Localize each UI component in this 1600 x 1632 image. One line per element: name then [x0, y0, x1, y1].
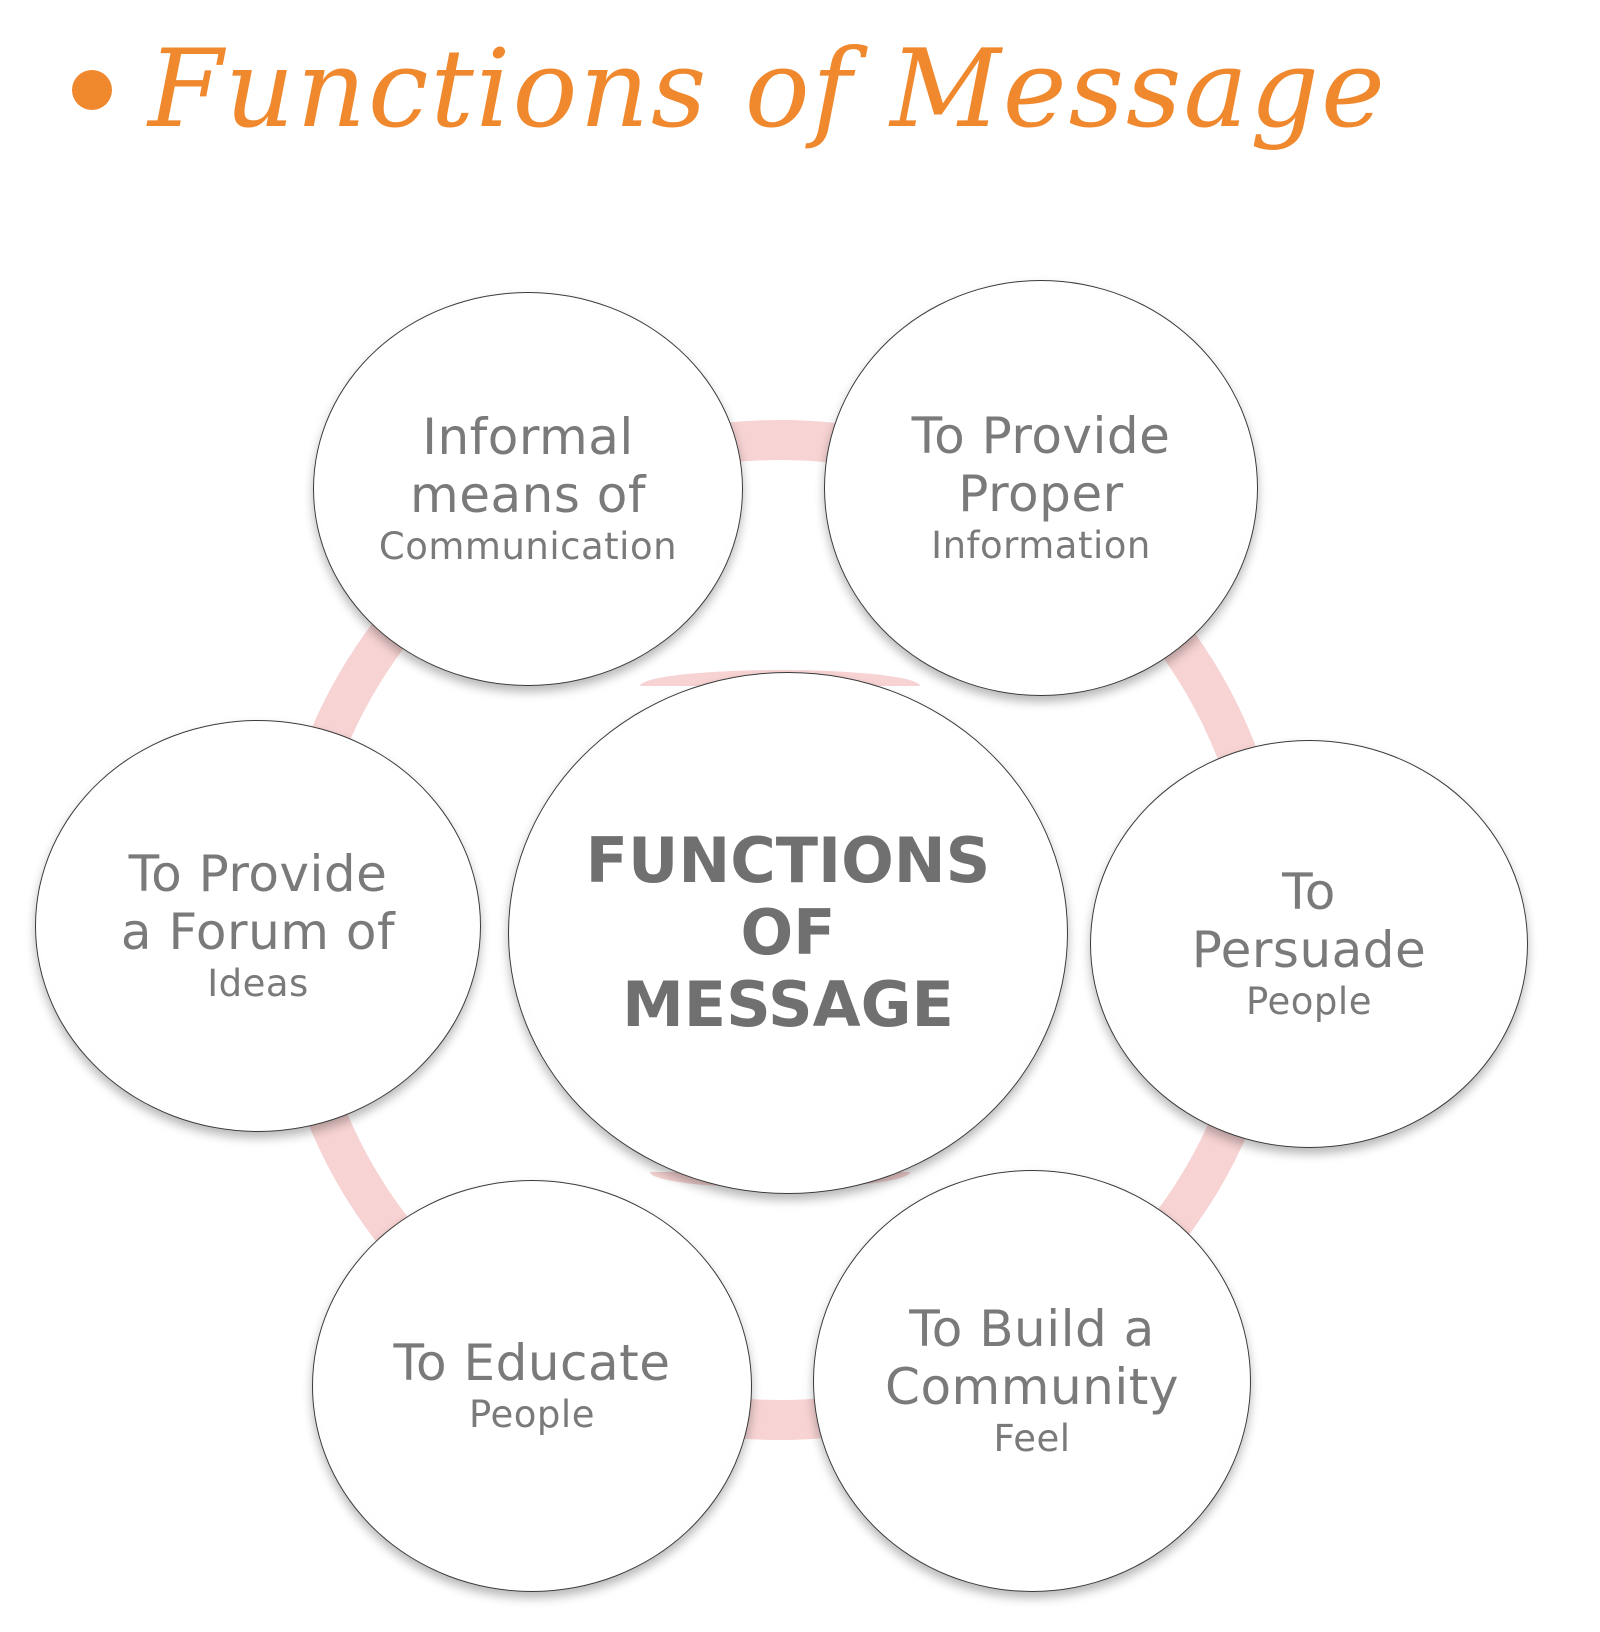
node-line: To: [1282, 863, 1336, 921]
center-node: FUNCTIONS OF MESSAGE: [508, 672, 1068, 1194]
node-subline: Ideas: [207, 962, 309, 1005]
node-educate-people: To Educate People: [312, 1180, 752, 1592]
node-persuade-people: To Persuade People: [1090, 740, 1528, 1148]
node-subline: People: [1246, 980, 1372, 1023]
node-line: a Forum of: [120, 903, 396, 961]
bullet-icon: [72, 70, 112, 110]
node-subline: Communication: [378, 525, 678, 568]
node-line: Persuade: [1191, 921, 1427, 979]
node-subline: People: [469, 1393, 595, 1436]
node-informal-communication: Informal means of Communication: [313, 292, 743, 686]
node-line: To Provide: [911, 407, 1171, 465]
center-line: MESSAGE: [622, 968, 954, 1041]
node-community-feel: To Build a Community Feel: [813, 1170, 1251, 1592]
node-subline: Information: [931, 524, 1151, 567]
node-subline: Feel: [993, 1417, 1071, 1460]
node-line: Informal: [422, 408, 634, 466]
node-forum-of-ideas: To Provide a Forum of Ideas: [35, 720, 481, 1132]
node-line: To Provide: [128, 845, 388, 903]
node-line: Community: [885, 1358, 1179, 1416]
center-line: OF: [740, 896, 836, 969]
page-title: Functions of Message: [148, 27, 1387, 152]
center-line: FUNCTIONS: [585, 824, 991, 897]
title-row: Functions of Message: [72, 20, 1387, 160]
node-line: To Educate: [393, 1334, 671, 1392]
node-line: Proper: [958, 465, 1124, 523]
node-line: means of: [410, 466, 646, 524]
node-line: To Build a: [909, 1300, 1155, 1358]
node-proper-information: To Provide Proper Information: [824, 280, 1258, 696]
